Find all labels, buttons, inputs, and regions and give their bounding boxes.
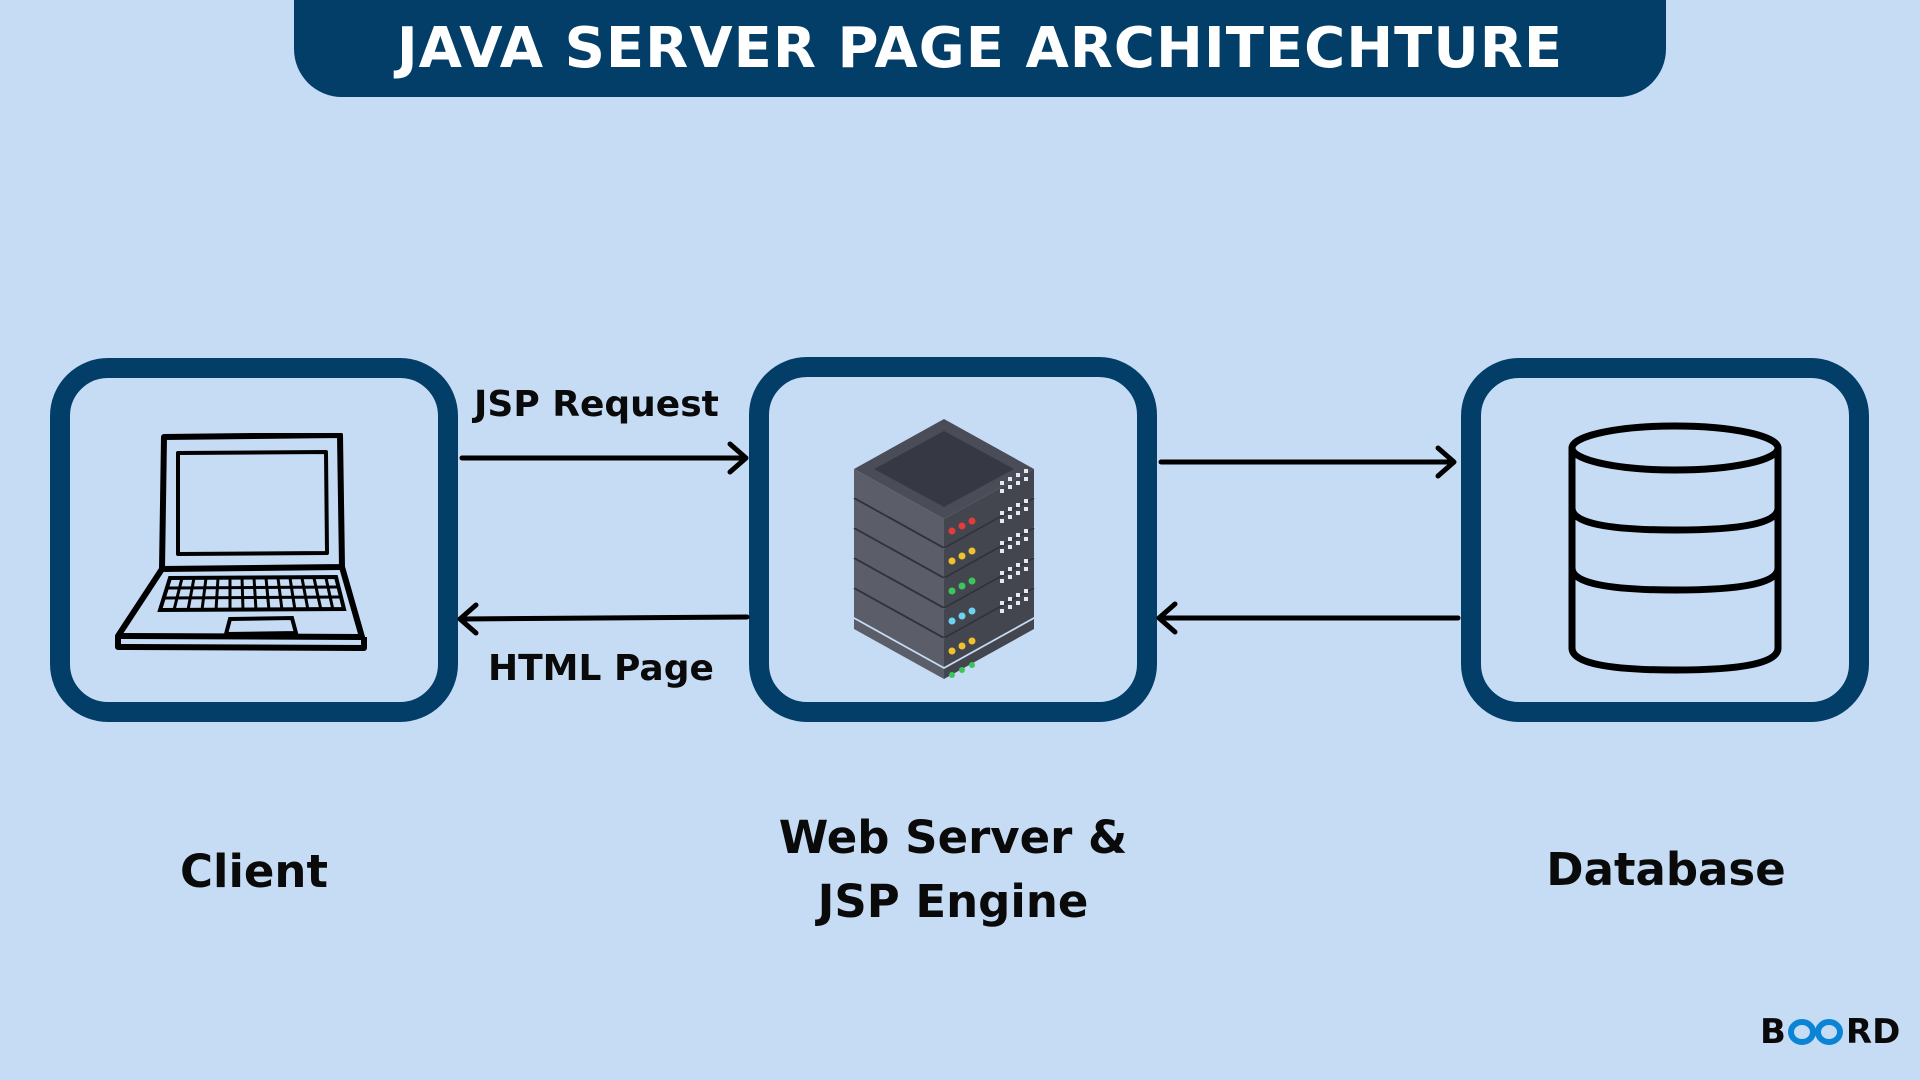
client-node — [50, 358, 458, 722]
laptop-icon — [115, 433, 367, 651]
arrow-database-to-server — [1156, 601, 1461, 635]
server-label-line1: Web Server & — [778, 811, 1128, 864]
brand-text-left: B — [1760, 1012, 1786, 1052]
arrow-server-to-client — [457, 602, 750, 636]
server-rack-icon — [853, 419, 1035, 679]
server-label-line2: JSP Engine — [817, 875, 1089, 928]
database-label: Database — [1546, 843, 1786, 896]
infinity-loop-icon — [1787, 1019, 1843, 1045]
edge-label-html-page: HTML Page — [488, 648, 714, 689]
edge-label-jsp-request: JSP Request — [474, 384, 719, 425]
server-node — [749, 357, 1157, 722]
brand-text-right: RD — [1845, 1012, 1901, 1052]
database-icon — [1568, 422, 1782, 674]
arrow-client-to-server — [459, 441, 749, 475]
title-banner: JAVA SERVER PAGE ARCHITECHTURE — [294, 0, 1666, 97]
database-node — [1461, 358, 1869, 722]
brand-logo: B RD — [1760, 1012, 1900, 1052]
server-label: Web Server & JSP Engine — [753, 806, 1153, 934]
client-label: Client — [180, 845, 328, 898]
arrow-server-to-database — [1158, 445, 1457, 479]
diagram-title: JAVA SERVER PAGE ARCHITECHTURE — [396, 16, 1564, 81]
